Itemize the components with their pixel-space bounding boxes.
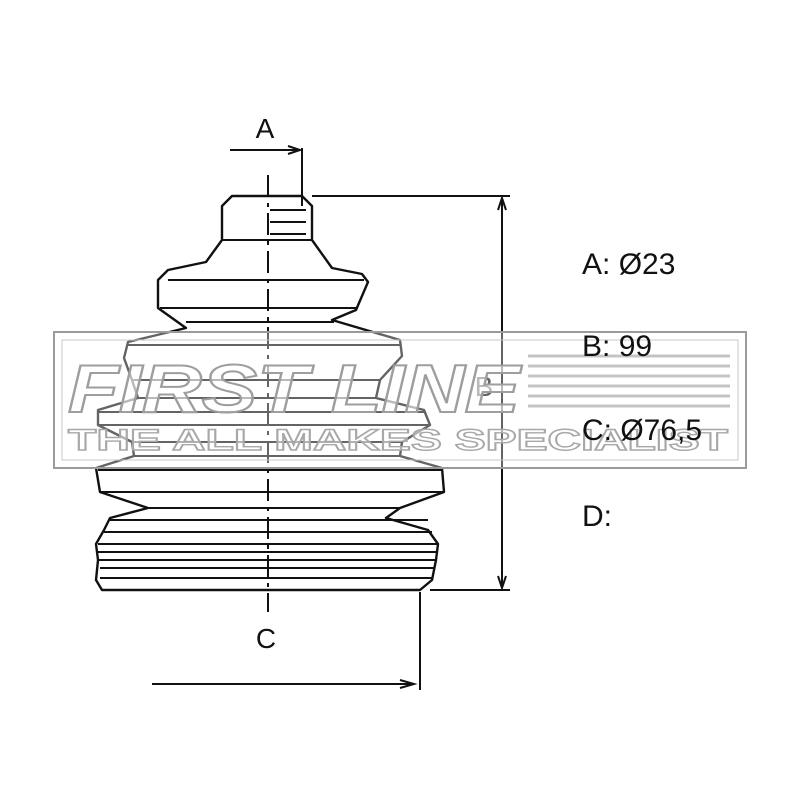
dimension-b [312, 194, 510, 592]
watermark-tagline: THE ALL MAKES SPECIALIST [68, 424, 728, 457]
dimension-a [230, 145, 304, 206]
spec-d-key: D: [582, 500, 612, 533]
spec-d: D: [582, 500, 612, 534]
spec-b-key: B: [582, 330, 611, 363]
label-b: B [475, 371, 494, 402]
spec-b: B: 99 [582, 330, 652, 364]
spec-a-key: A: [582, 248, 611, 281]
dimension-c [152, 592, 421, 690]
watermark-brand: FIRST LINE [68, 351, 523, 427]
spec-c-key: C: [582, 414, 612, 447]
first-line-watermark: FIRST LINE THE ALL MAKES SPECIALIST [53, 331, 747, 469]
spec-a: A: Ø23 [582, 248, 675, 282]
boot-outline [94, 194, 446, 592]
label-a: A [256, 113, 275, 144]
spec-a-value: Ø23 [618, 248, 676, 281]
fold-lines [98, 239, 444, 579]
spec-c-value: Ø76,5 [620, 414, 703, 447]
spec-b-value: 99 [618, 330, 653, 363]
spec-c: C: Ø76,5 [582, 414, 702, 448]
label-c: C [256, 623, 276, 654]
inner-neck [270, 209, 306, 235]
